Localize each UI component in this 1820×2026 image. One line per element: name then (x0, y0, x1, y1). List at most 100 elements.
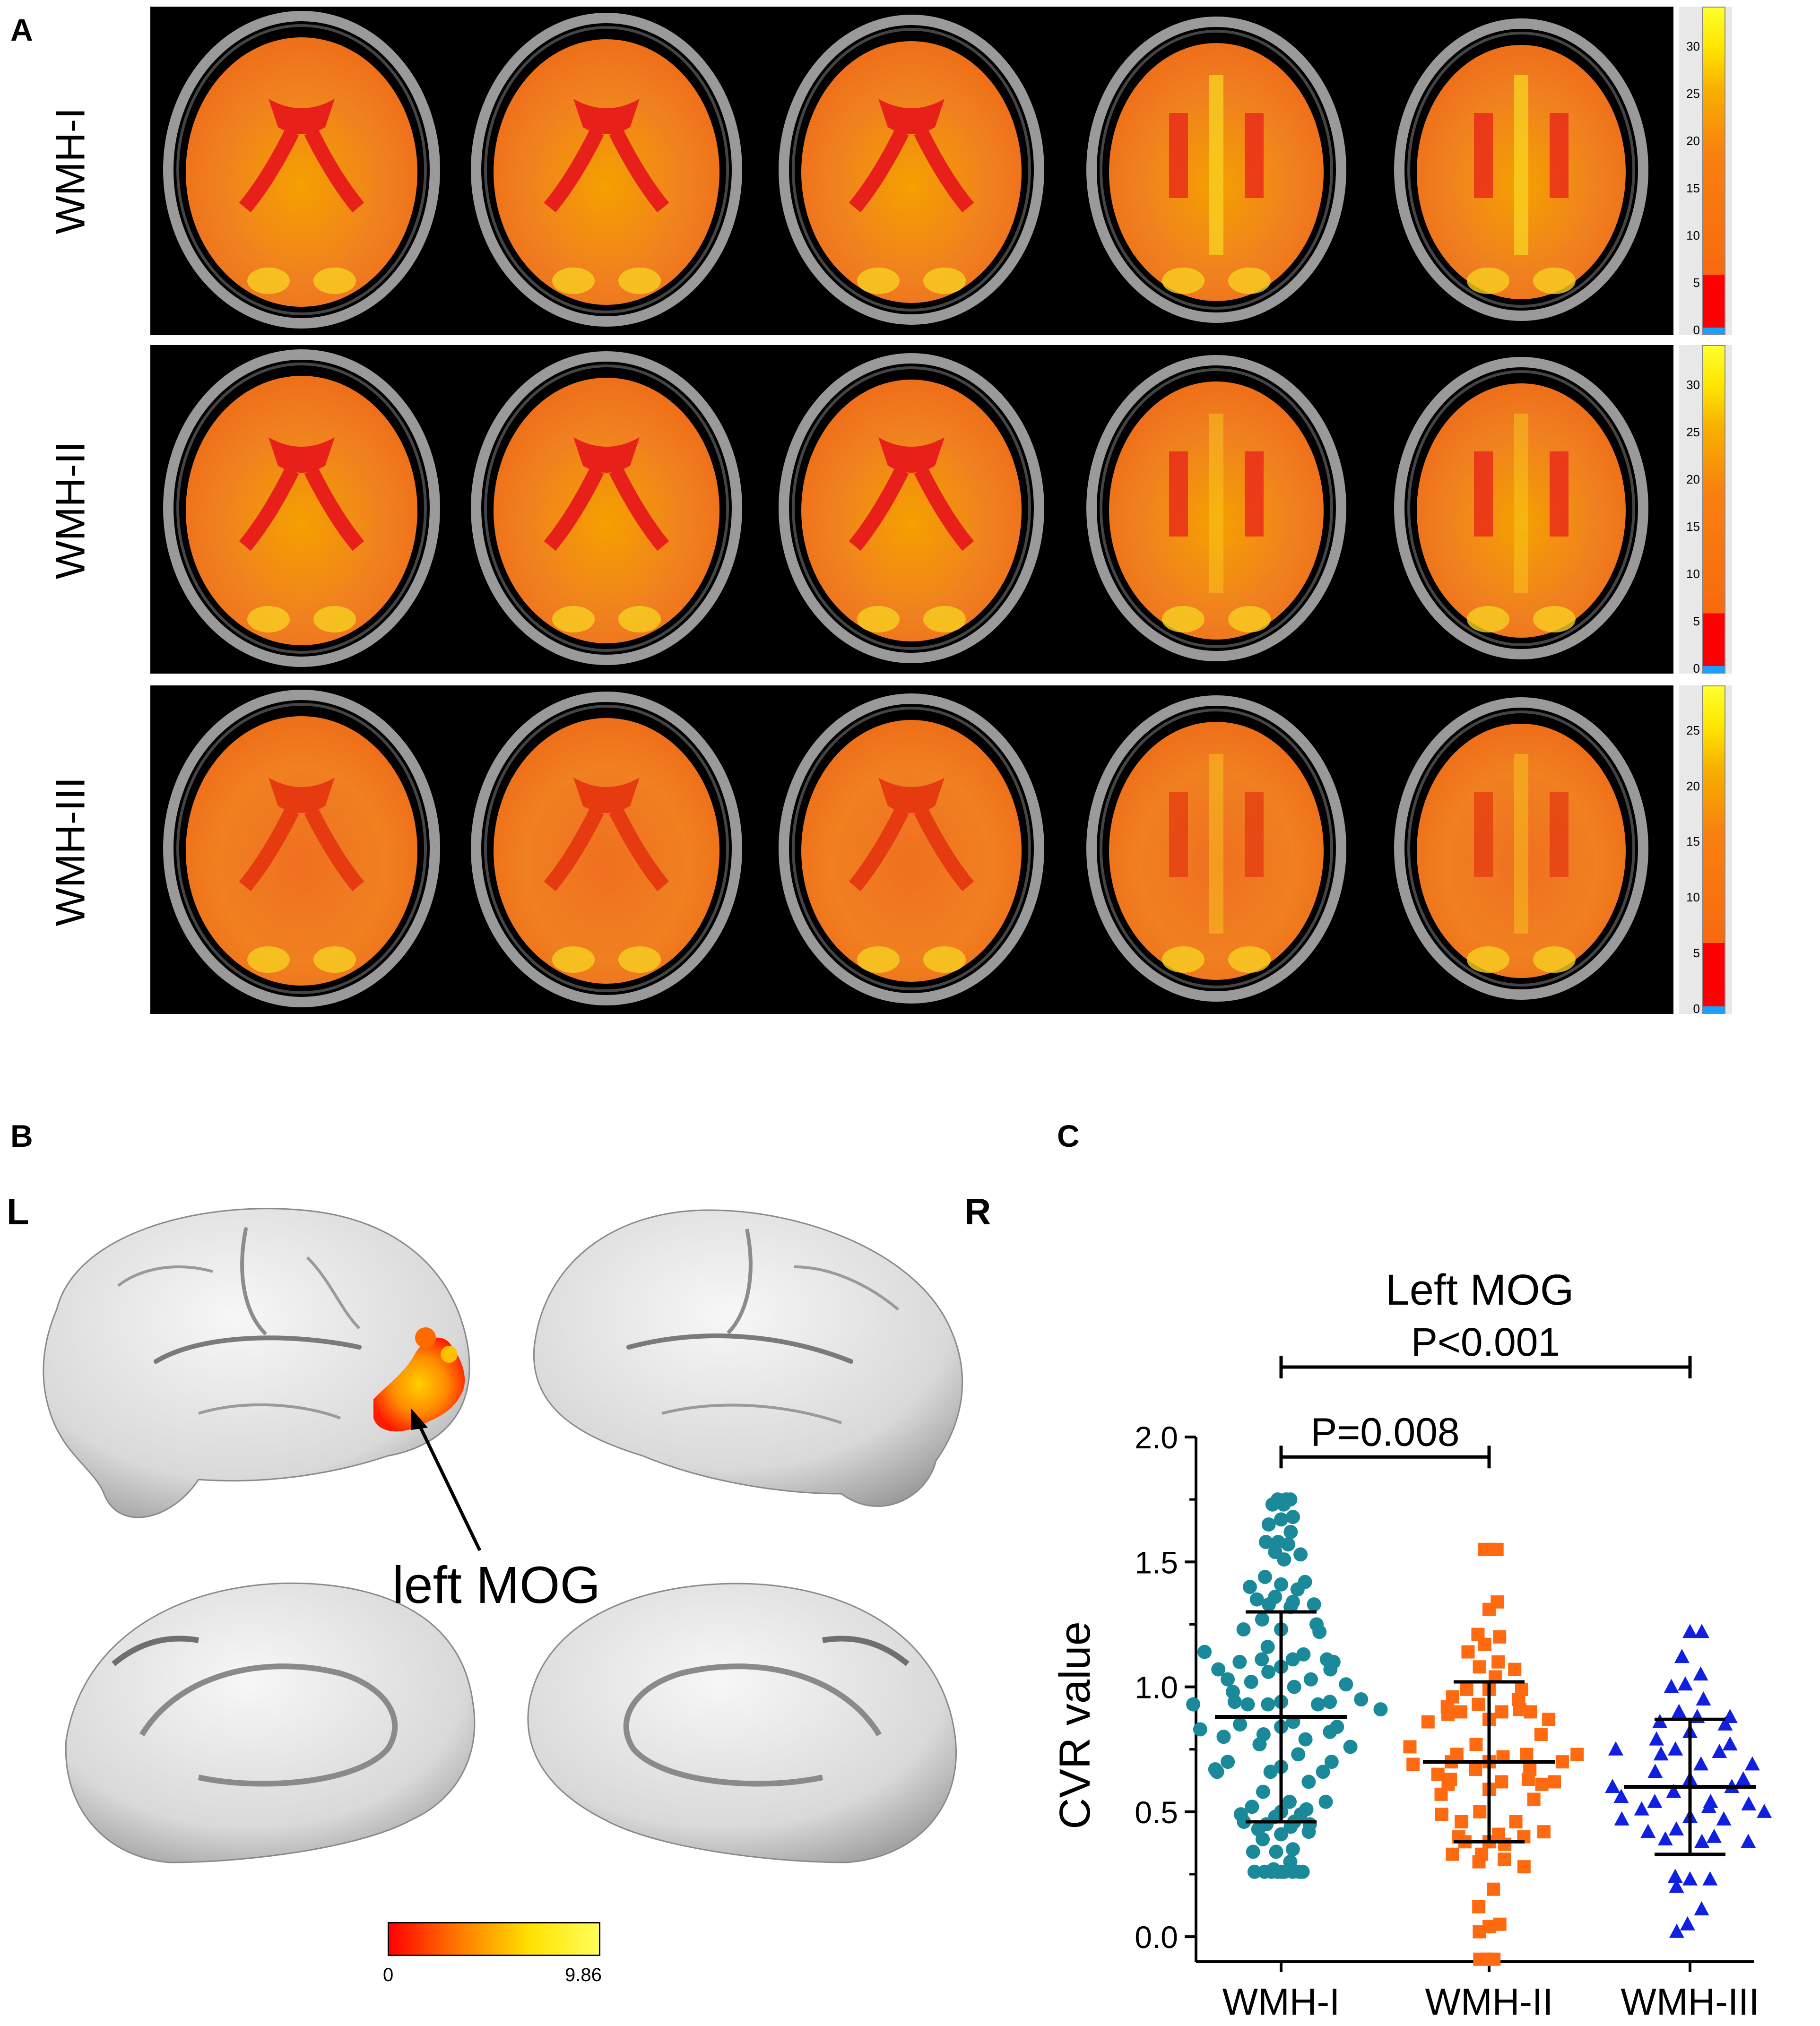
mri-slice (779, 693, 1044, 1004)
colorbar-tick-label: 0 (1693, 323, 1700, 337)
colorbar-tick-label: 5 (1693, 946, 1700, 961)
hemisphere-left-label: L (7, 1191, 29, 1232)
mri-slice (163, 11, 440, 329)
data-point (1473, 1805, 1487, 1818)
y-tick-label: 1.0 (1135, 1670, 1178, 1705)
data-point (1246, 1844, 1260, 1859)
colorbar-tick-label: 20 (1686, 472, 1700, 486)
x-tick-label: WMH-III (1621, 1981, 1759, 2023)
data-point (1703, 1793, 1718, 1808)
mri-slice (1394, 18, 1648, 321)
data-point (1324, 1755, 1339, 1769)
brain-right-lateral (533, 1209, 963, 1507)
data-point (1298, 1575, 1312, 1589)
data-point (1261, 1664, 1276, 1679)
colorbar-gradient-1 (1702, 7, 1725, 335)
data-point (1274, 1512, 1288, 1527)
data-point (1233, 1717, 1248, 1732)
data-point (1666, 1784, 1681, 1798)
data-point (1647, 1764, 1663, 1778)
data-point (1186, 1697, 1201, 1712)
data-point (1446, 1690, 1459, 1704)
scale-min-label: 0 (383, 1965, 394, 1985)
data-point (1274, 1577, 1288, 1592)
data-point (1693, 1756, 1709, 1771)
data-point (1640, 1824, 1656, 1838)
data-point (1741, 1796, 1757, 1810)
data-point (1495, 1705, 1508, 1719)
data-point (1287, 1680, 1301, 1694)
data-point (1330, 1720, 1344, 1734)
data-point (1296, 1647, 1311, 1662)
y-tick-label: 2.0 (1135, 1420, 1178, 1455)
data-point (1460, 1682, 1473, 1696)
data-point (1301, 1775, 1316, 1789)
data-point (1279, 1492, 1293, 1507)
row-label-wmh-2: WMH-II (48, 441, 94, 580)
data-point (1669, 1821, 1684, 1836)
data-point (1450, 1748, 1464, 1761)
y-axis-label: CVR value (1051, 1621, 1099, 1829)
data-point (1475, 1847, 1489, 1861)
mri-slice (779, 353, 1044, 663)
data-point (1291, 1747, 1306, 1762)
data-point (1717, 1716, 1733, 1731)
data-point (1256, 1784, 1270, 1799)
data-point (1255, 1612, 1269, 1627)
data-point (1221, 1672, 1235, 1687)
data-point (1461, 1645, 1475, 1659)
series-wmh-i (1186, 1492, 1388, 1879)
data-point (1233, 1807, 1248, 1822)
brain-left-medial (65, 1582, 476, 1863)
data-point (1316, 1765, 1330, 1779)
data-point (1735, 1771, 1751, 1786)
data-point (1491, 1655, 1505, 1669)
data-point (1299, 1802, 1314, 1817)
data-point (1472, 1900, 1486, 1913)
data-point (1682, 1871, 1698, 1886)
data-point (1668, 1741, 1683, 1756)
data-point (1757, 1803, 1772, 1818)
mri-slice (1086, 695, 1346, 1002)
mri-slices-3 (163, 690, 1648, 1007)
data-point (1523, 1763, 1537, 1776)
data-point (1295, 1864, 1310, 1879)
data-point (1285, 1652, 1300, 1667)
data-point (1269, 1844, 1283, 1859)
colorbar-tick-label: 0 (1693, 661, 1700, 675)
data-point (1492, 1827, 1506, 1841)
mri-slice (471, 692, 742, 1005)
data-point (1693, 1666, 1708, 1681)
row-label-wmh-1: WMH-I (48, 107, 94, 234)
data-point (1446, 1847, 1459, 1861)
mri-slice (163, 690, 440, 1007)
data-point (1310, 1697, 1325, 1712)
mri-strip-3 (150, 685, 1673, 1014)
data-point (1249, 1592, 1264, 1607)
data-point (1245, 1800, 1259, 1814)
hemisphere-right-label: R (964, 1191, 991, 1232)
mri-slice (1086, 355, 1346, 661)
data-point (1634, 1801, 1649, 1816)
colorbar-tick-label: 25 (1686, 425, 1700, 439)
colorbar-tick-label: 15 (1686, 181, 1700, 195)
data-point (1339, 1677, 1353, 1692)
left-mog-activation (373, 1327, 465, 1432)
data-point (1664, 1679, 1679, 1693)
panel-b-letter: B (10, 1118, 33, 1153)
data-point (1493, 1917, 1507, 1931)
colorbar-gradient-2 (1702, 345, 1725, 674)
data-point (1702, 1871, 1718, 1886)
data-point (1669, 1923, 1684, 1938)
data-point (1471, 1628, 1485, 1641)
data-point (1493, 1630, 1507, 1644)
y-tick-label: 1.5 (1135, 1545, 1178, 1580)
data-point (1240, 1697, 1255, 1712)
activation-scale-bar (388, 1922, 600, 1956)
data-point (1244, 1675, 1258, 1689)
data-point (1490, 1542, 1504, 1556)
data-point (1680, 1916, 1695, 1931)
data-point (1242, 1580, 1257, 1594)
row-label-wmh-3: WMH-III (48, 777, 94, 926)
data-point (1193, 1722, 1207, 1737)
